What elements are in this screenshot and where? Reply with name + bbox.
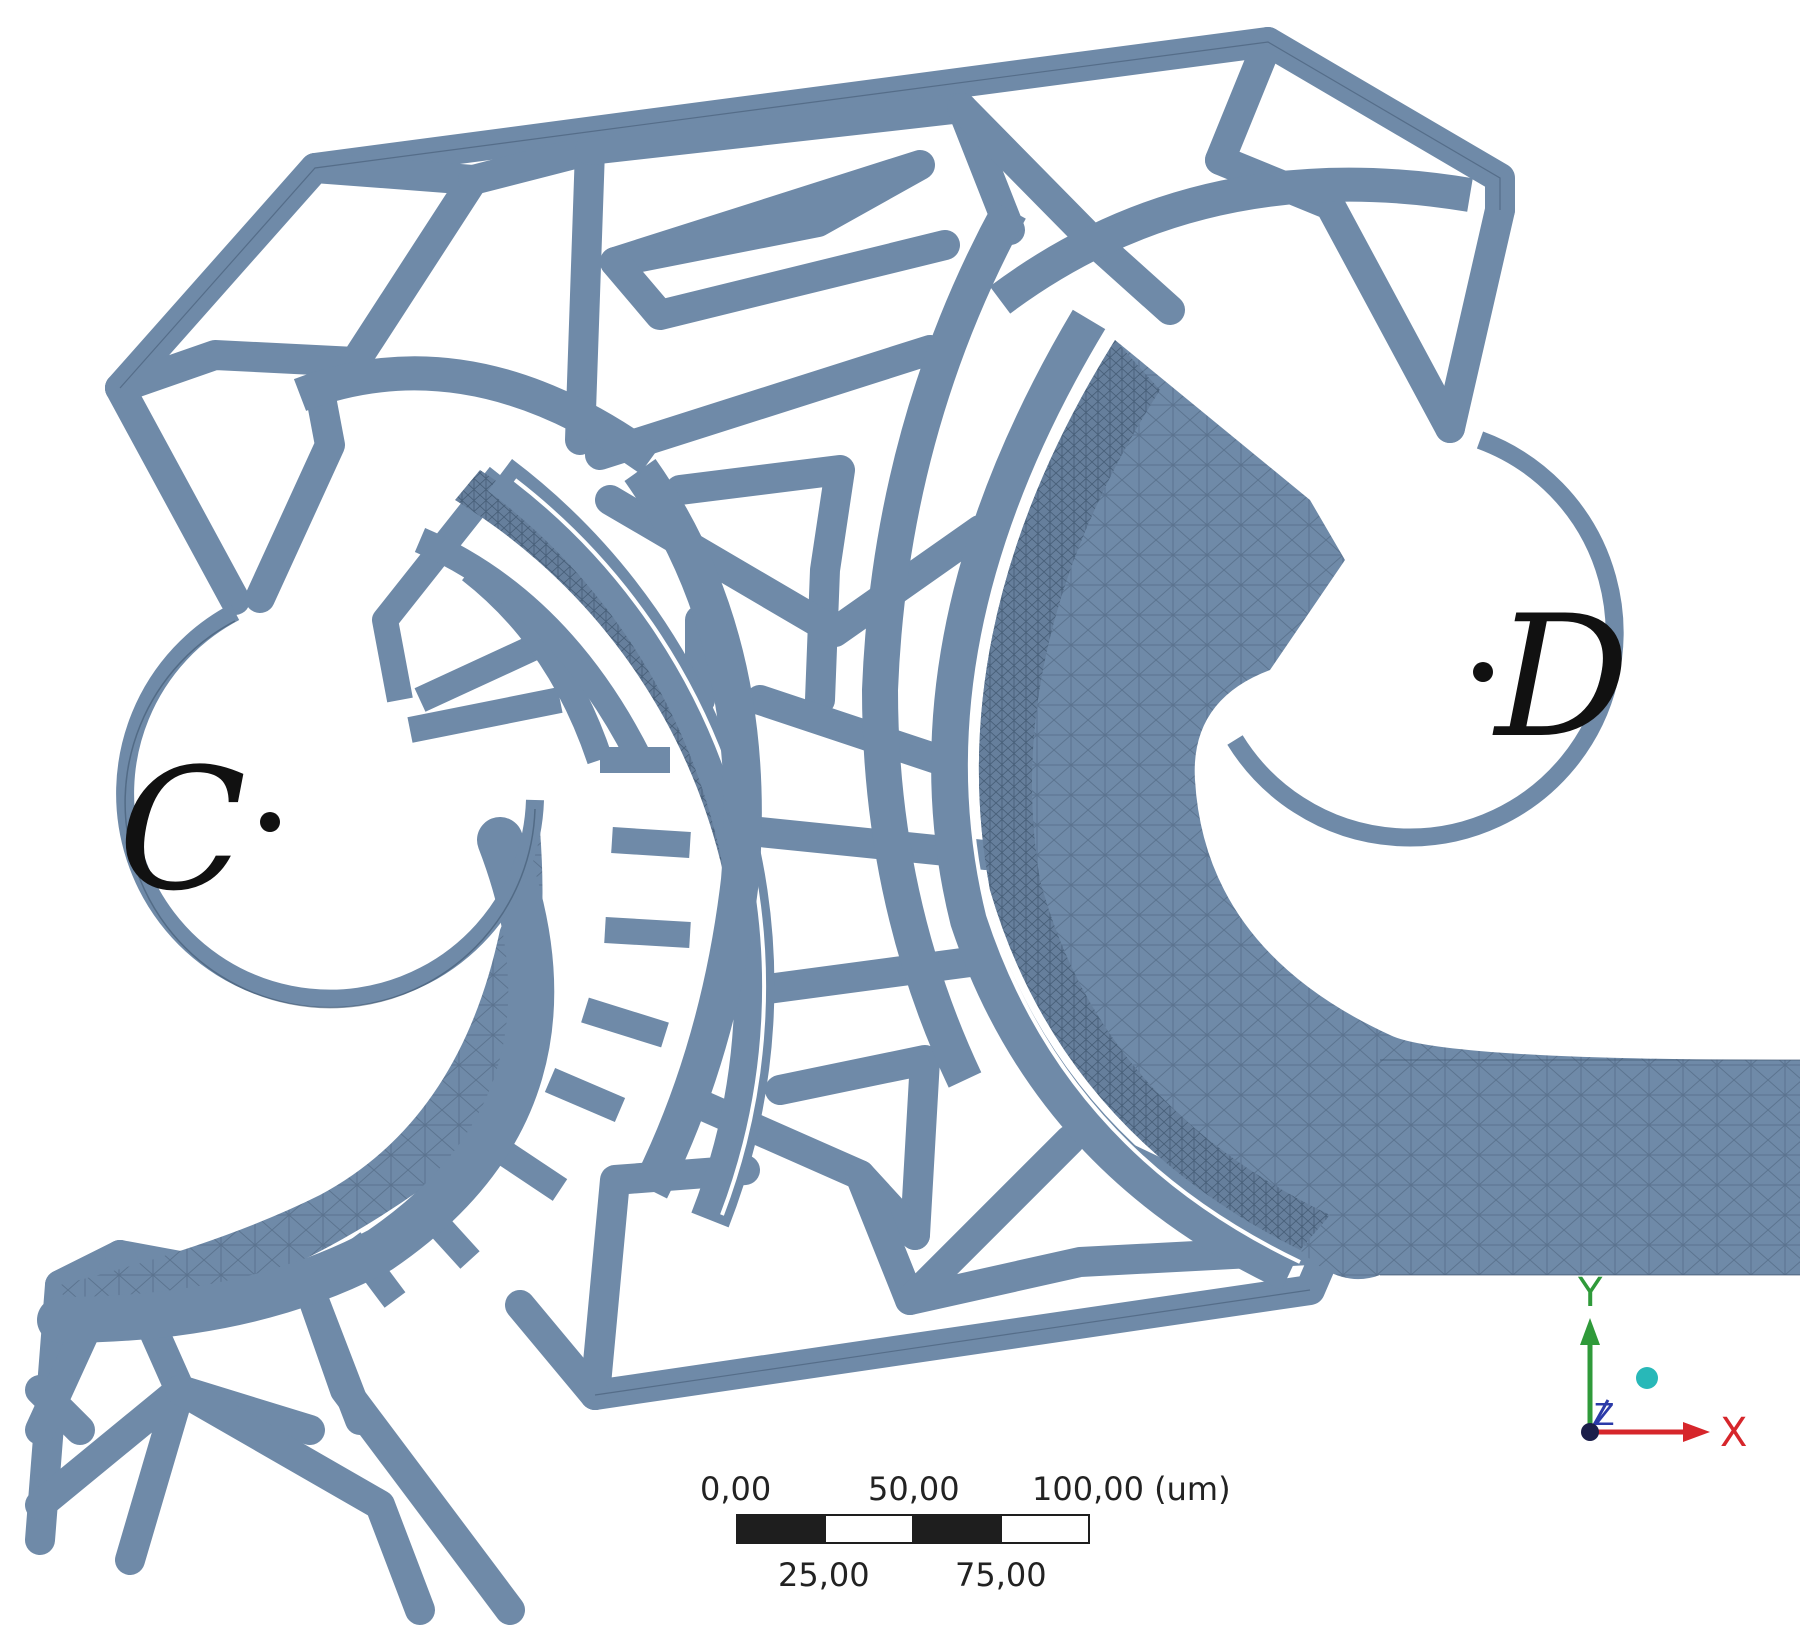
z-axis-label: Z: [1594, 1398, 1615, 1433]
right-solid-body: [978, 340, 1800, 1280]
right-arc-outer: [931, 309, 1299, 1291]
right-fine-band: [978, 340, 1330, 1250]
scale-label-25: 25,00: [778, 1556, 870, 1594]
scale-label-0: 0,00: [700, 1470, 771, 1508]
point-c-label: C: [118, 732, 247, 928]
mesh-outline: [119, 41, 1800, 1396]
scale-label-100: 100,00 (um): [1032, 1470, 1231, 1508]
point-d-dot: [1473, 662, 1493, 682]
lower-swoop: [60, 830, 543, 1320]
d-top-arc: [989, 167, 1473, 314]
upper-truss: [105, 27, 1515, 715]
right-arc-gap: [967, 328, 1301, 1264]
left-lattice: [339, 466, 691, 1308]
lower-band-outer: [37, 817, 555, 1343]
triad-origin: [1581, 1423, 1599, 1441]
center-arc-2: [861, 201, 1026, 1088]
x-arrowhead: [1683, 1422, 1710, 1442]
point-c-dot: [260, 812, 280, 832]
scale-label-75: 75,00: [955, 1556, 1047, 1594]
y-arrowhead: [1580, 1318, 1600, 1345]
scale-label-50: 50,00: [868, 1470, 960, 1508]
center-arc: [624, 459, 762, 1199]
c-top-arc: [293, 356, 660, 474]
triad-sphere: [1636, 1367, 1658, 1389]
y-axis-label: Y: [1577, 1270, 1603, 1316]
axis-triad: Y X Z: [1577, 1270, 1747, 1456]
hinge-ring-d: [1227, 431, 1624, 847]
point-d-label: D: [1492, 579, 1630, 775]
x-axis-label: X: [1720, 1410, 1747, 1456]
hinge-ring-c: [116, 604, 544, 1008]
scale-bar: 0,00 50,00 100,00 (um) 25,00 75,00: [700, 1470, 1231, 1594]
